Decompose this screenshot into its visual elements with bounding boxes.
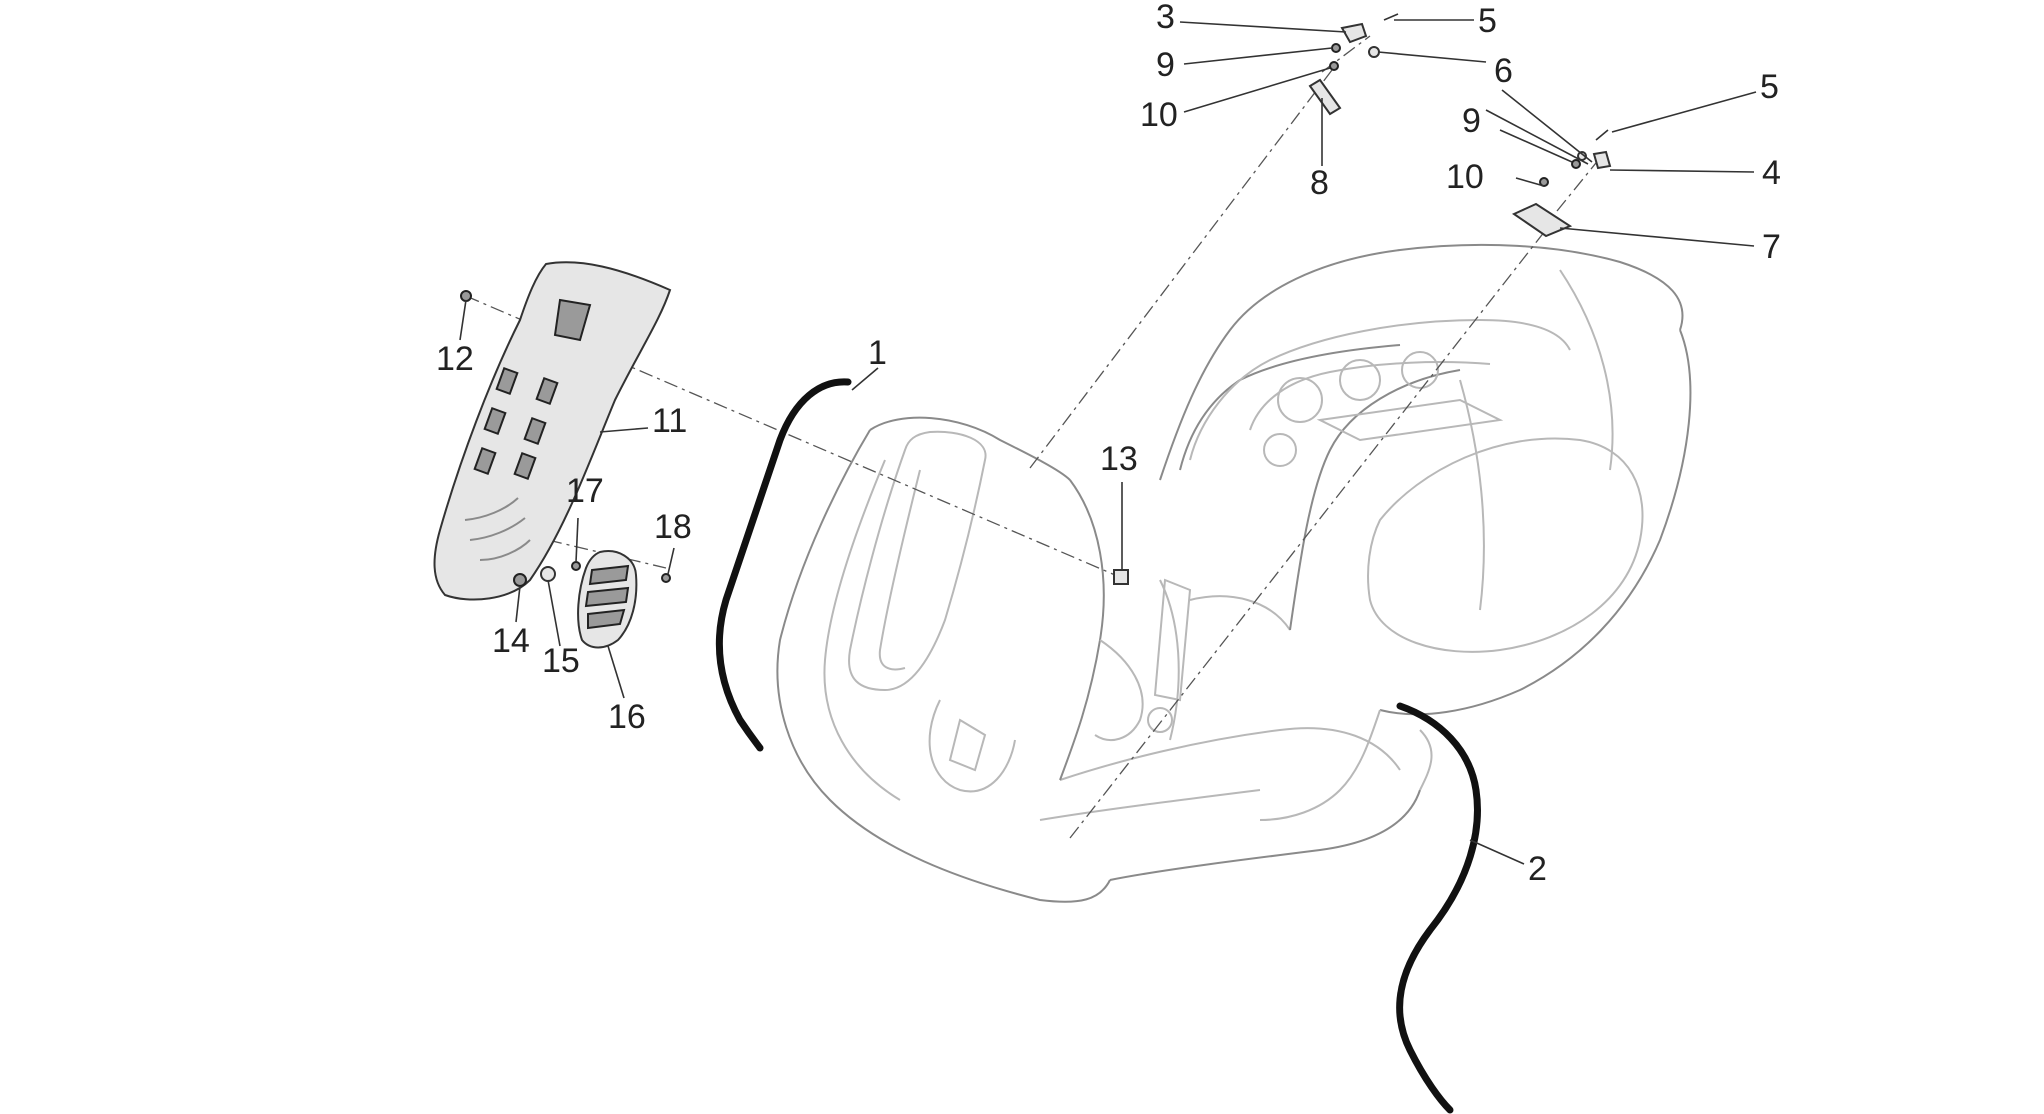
callout-9-top: 9 (1156, 46, 1175, 84)
mount-bracket-right (1511, 129, 1612, 238)
callout-11: 11 (652, 402, 687, 440)
callout-3: 3 (1156, 0, 1175, 36)
callout-8: 8 (1310, 164, 1329, 202)
callout-14: 14 (492, 622, 530, 660)
callout-9-right: 9 (1462, 102, 1481, 140)
nut-13 (1113, 569, 1129, 585)
callout-6: 6 (1494, 52, 1513, 90)
fastener-15 (540, 566, 556, 582)
callout-1: 1 (868, 334, 887, 372)
callout-16: 16 (608, 698, 646, 736)
scooter-frame (776, 243, 1692, 903)
leader-lines (459, 19, 1757, 865)
callout-17: 17 (566, 472, 604, 510)
callout-2: 2 (1528, 850, 1547, 888)
callout-5-top: 5 (1478, 2, 1497, 40)
fastener-14 (513, 573, 527, 587)
callout-10-top: 10 (1140, 96, 1178, 134)
screw-12 (460, 290, 472, 302)
callout-18: 18 (654, 508, 692, 546)
callout-10-right: 10 (1446, 158, 1484, 196)
horn-grille (577, 550, 638, 649)
callout-7: 7 (1762, 228, 1781, 266)
fastener-17 (571, 561, 581, 571)
gasket-strip-rear (1396, 702, 1481, 1114)
callout-labels: 3 5 9 6 10 8 5 9 10 4 7 1 12 11 13 17 18… (436, 0, 1781, 888)
parts (433, 13, 1612, 1114)
callout-13: 13 (1100, 440, 1138, 478)
callout-5-right: 5 (1760, 68, 1779, 106)
callout-15: 15 (542, 642, 580, 680)
horn-cover (433, 261, 672, 601)
gasket-strip-front (715, 378, 852, 752)
mount-bracket-left (1308, 13, 1399, 116)
callout-4: 4 (1762, 154, 1781, 192)
callout-12: 12 (436, 340, 474, 378)
fastener-18 (661, 573, 671, 583)
